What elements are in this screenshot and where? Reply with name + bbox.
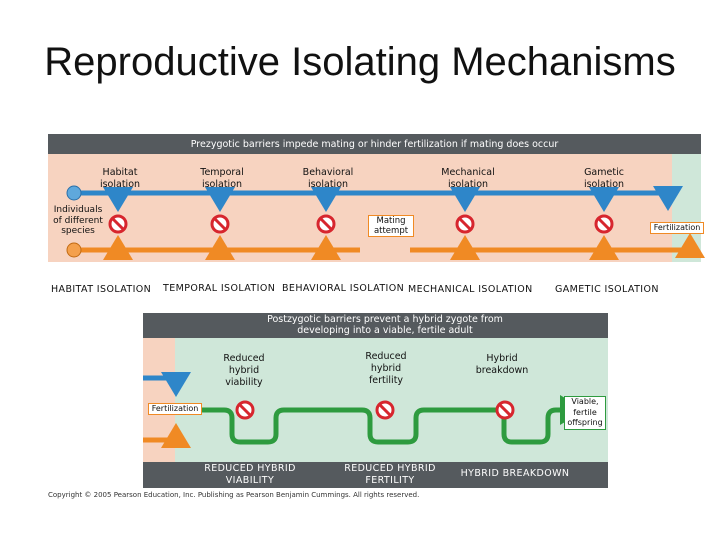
stop-symbol: [594, 214, 614, 234]
caption-behavioral-isolation: BEHAVIORAL ISOLATION: [282, 283, 405, 294]
stop-symbol: [495, 400, 515, 420]
label-behavioral-isolation: Behavioral isolation: [302, 167, 354, 190]
label-viable-fertile-offspring: Viable, fertile offspring: [564, 396, 606, 430]
label-reduced-hybrid-fertility: Reduced hybrid fertility: [365, 351, 407, 386]
label-gametic-isolation: Gametic isolation: [583, 167, 625, 190]
label-habitat-isolation: Habitat isolation: [99, 167, 141, 190]
copyright-notice: Copyright © 2005 Pearson Education, Inc.…: [48, 491, 420, 499]
label-mating-attempt: Mating attempt: [368, 215, 414, 237]
postzygotic-panel: [143, 313, 608, 488]
stop-symbol: [455, 214, 475, 234]
label-hybrid-breakdown: Hybrid breakdown: [475, 353, 529, 376]
species-dot-blue: [66, 185, 82, 201]
caption-mechanical-isolation: MECHANICAL ISOLATION: [408, 284, 533, 295]
caption-reduced-hybrid-fertility: REDUCED HYBRID FERTILITY: [344, 463, 436, 486]
blue-incoming-arrow: [143, 372, 191, 397]
label-temporal-isolation: Temporal isolation: [200, 167, 244, 190]
caption-gametic-isolation: GAMETIC ISOLATION: [555, 284, 659, 295]
slide-title: Reproductive Isolating Mechanisms: [44, 40, 676, 84]
label-individuals: Individuals of different species: [53, 205, 103, 236]
blue-pathway-arrow: [80, 186, 683, 211]
stop-symbol: [316, 214, 336, 234]
label-fertilization-postzygotic: Fertilization: [148, 403, 202, 415]
prezygotic-caption-band: [48, 262, 701, 282]
orange-incoming-arrow: [143, 423, 191, 448]
postzygotic-header: Postzygotic barriers prevent a hybrid zy…: [267, 314, 503, 336]
label-reduced-hybrid-viability: Reduced hybrid viability: [223, 353, 265, 388]
stop-symbol: [235, 400, 255, 420]
stop-symbol: [210, 214, 230, 234]
caption-temporal-isolation: TEMPORAL ISOLATION: [163, 283, 276, 294]
postzygotic-caption-bar: [143, 462, 608, 488]
caption-hybrid-breakdown: HYBRID BREAKDOWN: [460, 468, 570, 479]
species-dot-orange: [66, 242, 82, 258]
label-mechanical-isolation: Mechanical isolation: [441, 167, 495, 190]
prezygotic-header: Prezygotic barriers impede mating or hin…: [190, 139, 559, 150]
green-pathway-arrow: [200, 395, 585, 445]
stop-symbol: [108, 214, 128, 234]
prezygotic-header-bar: [48, 134, 701, 154]
orange-pathway-arrow: [410, 233, 705, 258]
label-fertilization-prezygotic: Fertilization: [650, 222, 704, 234]
prezygotic-fertilization-zone: [672, 154, 701, 282]
postzygotic-header-bar: [143, 313, 608, 338]
stop-symbol: [375, 400, 395, 420]
caption-habitat-isolation: HABITAT ISOLATION: [51, 284, 152, 295]
caption-reduced-hybrid-viability: REDUCED HYBRID VIABILITY: [204, 463, 296, 486]
